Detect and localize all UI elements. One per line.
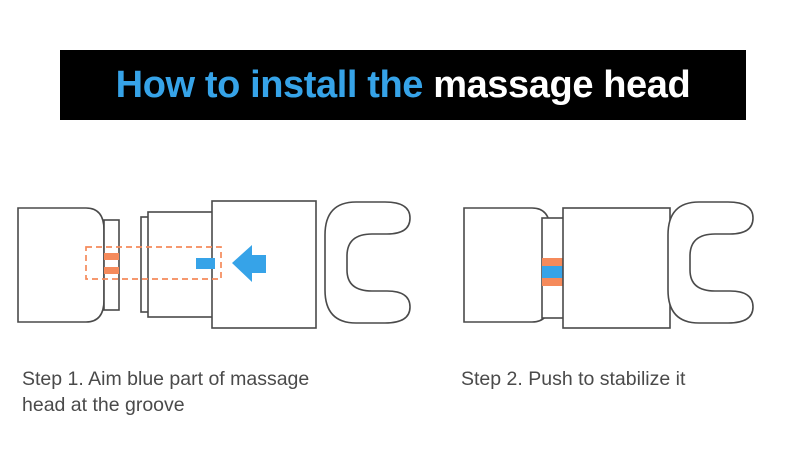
collar-with-grooves bbox=[103, 219, 120, 311]
groove-bar-upper bbox=[104, 253, 119, 260]
massage-head-barrel bbox=[562, 207, 671, 329]
title-banner: How to install the massage head bbox=[60, 50, 746, 120]
orange-dashed-alignment-box bbox=[85, 246, 222, 280]
device-body bbox=[463, 207, 551, 323]
stripe-orange-upper bbox=[542, 258, 564, 266]
c-shaped-massage-head bbox=[324, 201, 411, 324]
groove-bar-lower bbox=[104, 267, 119, 274]
page-title-highlight: How to install the bbox=[115, 64, 424, 106]
massage-head-barrel bbox=[211, 200, 317, 329]
blue-alignment-marker bbox=[196, 258, 215, 269]
step2-diagram bbox=[463, 201, 754, 329]
caption-step-1: Step 1. Aim blue part of massage head at… bbox=[22, 368, 310, 416]
stripe-blue-middle bbox=[542, 266, 564, 278]
push-direction-arrow-icon bbox=[232, 245, 266, 282]
c-shaped-massage-head bbox=[667, 201, 754, 324]
caption-step-2: Step 2. Push to stabilize it bbox=[461, 368, 686, 390]
device-body bbox=[17, 207, 105, 323]
step1-diagram bbox=[17, 200, 411, 329]
stripe-orange-lower bbox=[542, 278, 564, 286]
page-title-plain: massage head bbox=[423, 64, 691, 106]
page-title: How to install the massage head bbox=[116, 66, 691, 104]
illustration-area bbox=[0, 160, 790, 360]
